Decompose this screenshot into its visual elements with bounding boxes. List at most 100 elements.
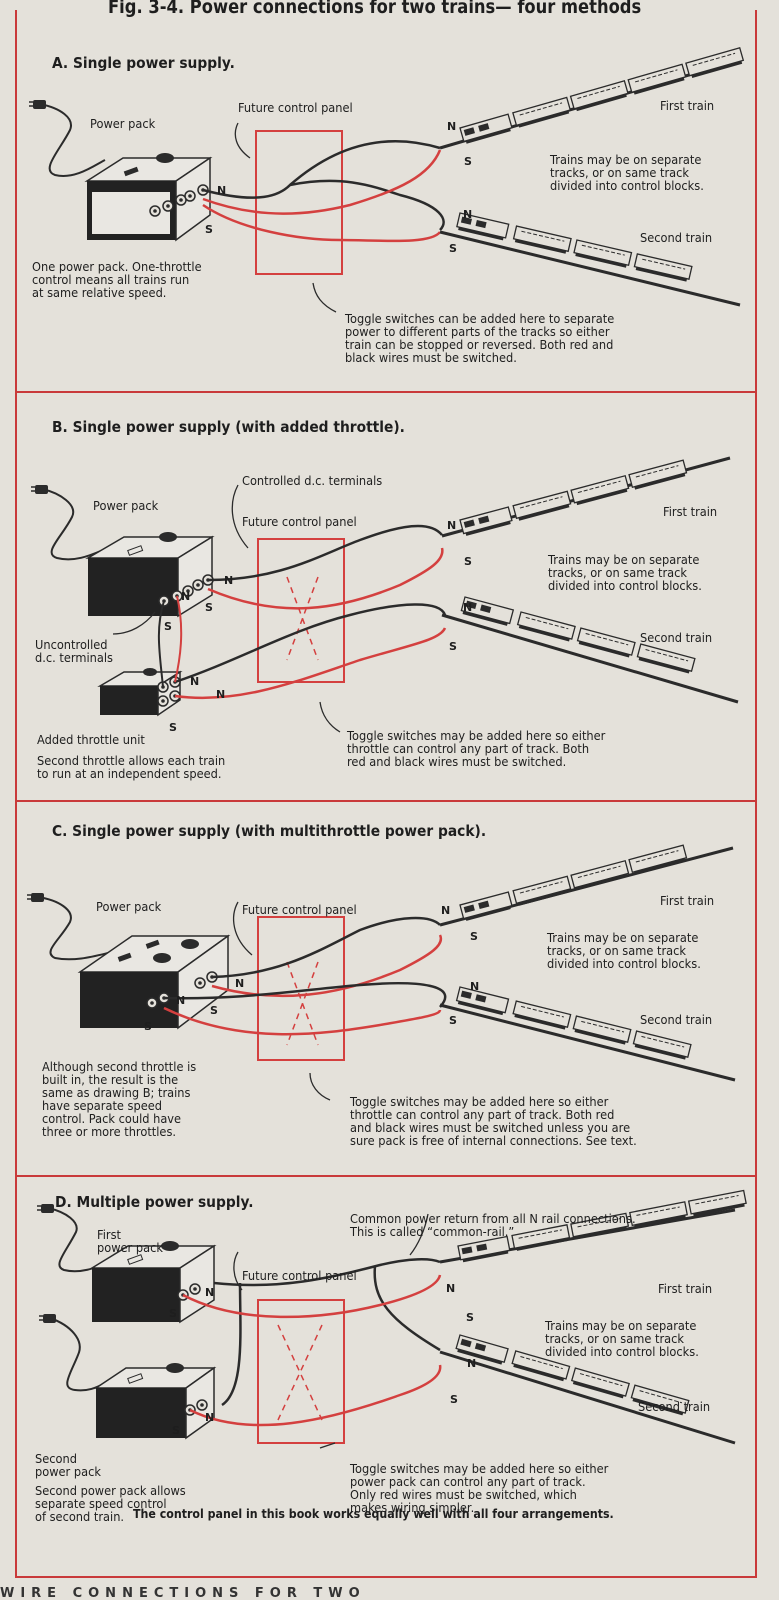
power-cord xyxy=(47,1207,111,1273)
track-icon xyxy=(439,1350,736,1445)
terminal-n: N xyxy=(463,208,473,221)
trains-note: Trains may be on separate tracks, or on … xyxy=(550,153,704,193)
power-cord xyxy=(39,103,106,177)
train-icon xyxy=(455,212,693,283)
power-pack-label: Power pack xyxy=(96,900,162,914)
power-plug-icon xyxy=(30,484,49,495)
track-icon xyxy=(439,230,741,307)
terminal-s: S xyxy=(449,640,457,653)
control-panel-label: Future control panel xyxy=(242,903,357,917)
power-cord xyxy=(41,488,109,561)
toggle-note: Toggle switches may be added here so eit… xyxy=(350,1462,609,1515)
trains-note: Trains may be on separate tracks, or on … xyxy=(548,553,702,593)
left-note: One power pack. One-throttle control mea… xyxy=(32,260,202,300)
control-panel-label: Future control panel xyxy=(242,515,357,529)
first-train-label: First train xyxy=(658,1282,713,1296)
section-d-title: D. Multiple power supply. xyxy=(55,1193,254,1211)
power-plug-icon xyxy=(38,1313,57,1324)
left-note: Second power pack allows separate speed … xyxy=(35,1484,186,1524)
section-d-art xyxy=(36,1189,748,1449)
figure-footer: The control panel in this book works equ… xyxy=(133,1507,614,1521)
terminal-n: N xyxy=(235,977,245,990)
common-rail-wire xyxy=(213,1258,441,1287)
red-wire-first xyxy=(182,1274,442,1319)
arrow-icon xyxy=(232,901,253,956)
black-wire-second xyxy=(163,981,447,1008)
section-a-art xyxy=(28,47,745,313)
second-train-label: Second train xyxy=(640,1013,713,1027)
section-b-art xyxy=(30,456,739,733)
first-train-label: First train xyxy=(660,99,715,113)
red-wire-first xyxy=(207,547,444,610)
controlled-terminals-label: Controlled d.c. terminals xyxy=(242,474,383,488)
power-pack-icon xyxy=(97,668,183,717)
power-pack-icon xyxy=(84,153,213,242)
section-c-title: C. Single power supply (with multithrott… xyxy=(52,822,487,840)
black-wire-first xyxy=(211,916,441,979)
cut-off-heading: WIRE CONNECTIONS FOR TWO xyxy=(0,1586,366,1600)
control-panel-label: Future control panel xyxy=(242,1269,357,1283)
terminal-n: N xyxy=(216,688,226,701)
toggle-note: Toggle switches may be added here so eit… xyxy=(350,1095,637,1148)
terminal-s: S xyxy=(464,555,472,568)
terminal-s: S xyxy=(169,1307,177,1320)
red-wire-first xyxy=(211,934,443,998)
common-rail-label: Common power return from all N rail conn… xyxy=(350,1212,636,1239)
track-icon xyxy=(439,1003,736,1082)
trains-note: Trains may be on separate tracks, or on … xyxy=(547,931,701,971)
power-pack-label: Power pack xyxy=(93,499,159,513)
left-note: Second throttle allows each train to run… xyxy=(37,754,226,781)
track-icon xyxy=(441,613,739,704)
power-pack-icon xyxy=(93,1363,217,1440)
terminal-n: N xyxy=(446,1282,456,1295)
terminal-s: S xyxy=(210,1004,218,1017)
terminal-s: S xyxy=(172,1424,180,1437)
black-wire-second xyxy=(174,603,447,684)
arrow-icon xyxy=(234,122,251,159)
terminal-s: S xyxy=(466,1311,474,1324)
throttle-unit-label: Added throttle unit xyxy=(37,733,145,747)
terminal-s: S xyxy=(169,721,177,734)
section-b-title: B. Single power supply (with added throt… xyxy=(52,418,405,436)
terminal-n: N xyxy=(463,601,473,614)
terminal-s: S xyxy=(164,620,172,633)
terminal-s: S xyxy=(144,1020,152,1033)
section-divider-cd xyxy=(15,1175,757,1177)
second-train-label: Second train xyxy=(638,1400,711,1414)
future-control-panel-box xyxy=(257,1299,345,1444)
uncontrolled-terminals-label: Uncontrolled d.c. terminals xyxy=(35,638,113,665)
terminal-n: N xyxy=(190,675,200,688)
figure-frame xyxy=(15,10,757,1578)
second-pack-label: Second power pack xyxy=(35,1452,101,1479)
future-control-panel-box xyxy=(255,130,343,275)
terminal-s: S xyxy=(450,1393,458,1406)
second-train-label: Second train xyxy=(640,631,713,645)
arrow-icon xyxy=(409,1213,429,1256)
power-plug-icon xyxy=(36,1203,55,1214)
power-pack-icon xyxy=(85,532,215,618)
section-divider-ab xyxy=(15,391,757,393)
future-control-panel-box xyxy=(257,538,345,683)
section-a-title: A. Single power supply. xyxy=(52,54,235,72)
train-icon xyxy=(459,47,745,145)
terminal-n: N xyxy=(176,994,186,1007)
toggle-note: Toggle switches may be added here so eit… xyxy=(347,729,606,769)
terminal-s: S xyxy=(470,930,478,943)
terminal-n: N xyxy=(441,904,451,917)
terminal-n: N xyxy=(181,590,191,603)
train-icon xyxy=(459,844,688,923)
arrow-icon xyxy=(231,484,249,549)
terminal-n: N xyxy=(470,980,480,993)
figure-title: Fig. 3-4. Power connections for two trai… xyxy=(108,0,642,18)
first-train-label: First train xyxy=(660,894,715,908)
trains-note: Trains may be on separate tracks, or on … xyxy=(545,1319,699,1359)
terminal-n: N xyxy=(224,574,234,587)
red-wire-second xyxy=(174,627,447,700)
section-c-art xyxy=(26,844,736,1101)
terminal-s: S xyxy=(449,242,457,255)
terminal-s: S xyxy=(205,223,213,236)
terminal-s: S xyxy=(464,155,472,168)
black-wire-second xyxy=(289,179,445,231)
first-train-label: First train xyxy=(663,505,718,519)
